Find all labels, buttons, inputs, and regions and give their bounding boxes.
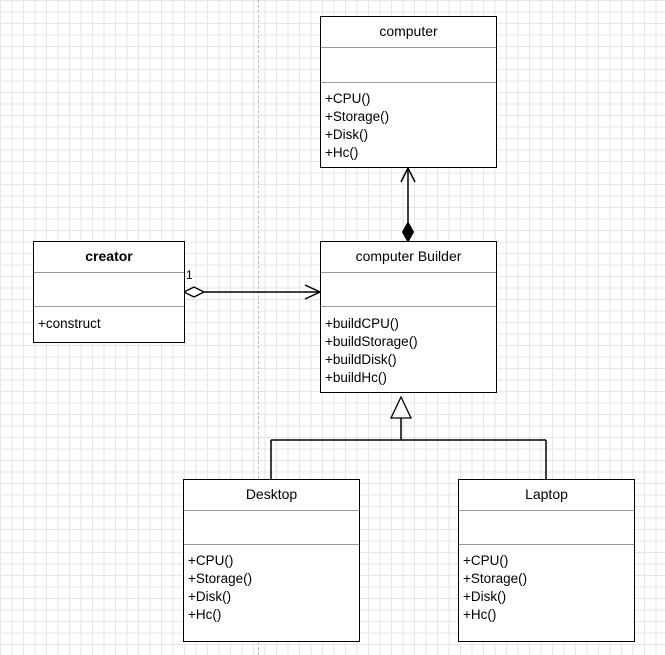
class-name: Laptop <box>525 486 568 502</box>
operation: +construct <box>38 316 101 331</box>
operation: +buildCPU() <box>325 316 399 331</box>
operations-separator <box>34 306 184 307</box>
operations-separator <box>459 544 634 545</box>
class-computer[interactable]: computer +CPU() +Storage() +Disk() +Hc() <box>320 16 497 168</box>
attributes-separator <box>459 510 634 511</box>
class-name: Desktop <box>245 486 298 502</box>
attributes-separator <box>184 510 359 511</box>
operation: +Disk() <box>325 127 369 142</box>
class-laptop[interactable]: Laptop +CPU() +Storage() +Disk() +Hc() <box>458 479 635 642</box>
operations-separator <box>184 544 359 545</box>
class-computer-builder[interactable]: computer Builder +buildCPU() +buildStora… <box>320 241 497 393</box>
operations-list: +CPU() +Storage() +Disk() +Hc() <box>325 90 494 162</box>
operation: +CPU() <box>325 91 371 106</box>
operation: +Storage() <box>463 571 528 586</box>
operation: +Storage() <box>325 109 390 124</box>
operation: +buildStorage() <box>325 334 418 349</box>
class-name: computer <box>379 23 438 39</box>
operations-list: +CPU() +Storage() +Disk() +Hc() <box>188 552 357 624</box>
composition-connector <box>400 166 416 244</box>
aggregation-connector <box>182 284 322 300</box>
inheritance-triangle <box>389 395 413 419</box>
operation: +Disk() <box>463 589 507 604</box>
operation: +Hc() <box>188 607 222 622</box>
operations-separator <box>321 82 496 83</box>
operation: +Disk() <box>188 589 232 604</box>
operation: +CPU() <box>188 553 234 568</box>
attributes-separator <box>34 272 184 273</box>
multiplicity-label: 1 <box>186 268 193 282</box>
composition-diamond <box>401 220 415 244</box>
class-creator[interactable]: creator +construct <box>33 241 185 343</box>
generalization-connector <box>270 395 547 480</box>
operations-list: +construct <box>38 315 182 333</box>
page-divider <box>258 0 259 655</box>
operation: +Hc() <box>463 607 497 622</box>
class-name: creator <box>85 248 133 264</box>
operation: +buildDisk() <box>325 352 397 367</box>
operation: +buildHc() <box>325 370 387 385</box>
aggregation-diamond <box>182 286 206 298</box>
attributes-separator <box>321 272 496 273</box>
operations-list: +CPU() +Storage() +Disk() +Hc() <box>463 552 632 624</box>
operations-list: +buildCPU() +buildStorage() +buildDisk()… <box>325 315 494 387</box>
operations-separator <box>321 306 496 307</box>
operation: +CPU() <box>463 553 509 568</box>
class-name: computer Builder <box>355 248 462 264</box>
operation: +Hc() <box>325 145 359 160</box>
class-desktop[interactable]: Desktop +CPU() +Storage() +Disk() +Hc() <box>183 479 360 642</box>
attributes-separator <box>321 47 496 48</box>
operation: +Storage() <box>188 571 253 586</box>
